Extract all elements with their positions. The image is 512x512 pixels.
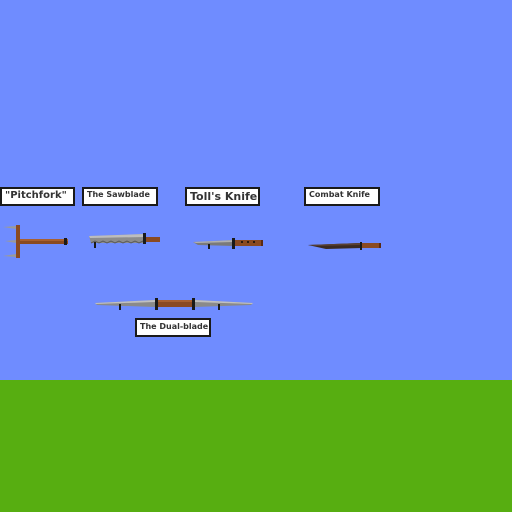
weapon-label-pitchfork: "Pitchfork" — [0, 187, 75, 206]
saw-blade-knife-icon[interactable] — [87, 230, 161, 250]
weapon-label-dual-blade: The Dual-blade — [135, 318, 211, 337]
grass-ground — [0, 380, 512, 512]
weapon-label-combat-knife: Combat Knife — [304, 187, 380, 206]
weapon-label-sawblade: The Sawblade — [82, 187, 158, 206]
weapon-label-tolls-knife: Toll's Knife — [185, 187, 260, 206]
knife-icon[interactable] — [192, 237, 266, 251]
combat-knife-icon[interactable] — [306, 239, 384, 253]
dual-blade-icon[interactable] — [93, 296, 257, 312]
pitchfork-icon[interactable] — [0, 222, 72, 260]
